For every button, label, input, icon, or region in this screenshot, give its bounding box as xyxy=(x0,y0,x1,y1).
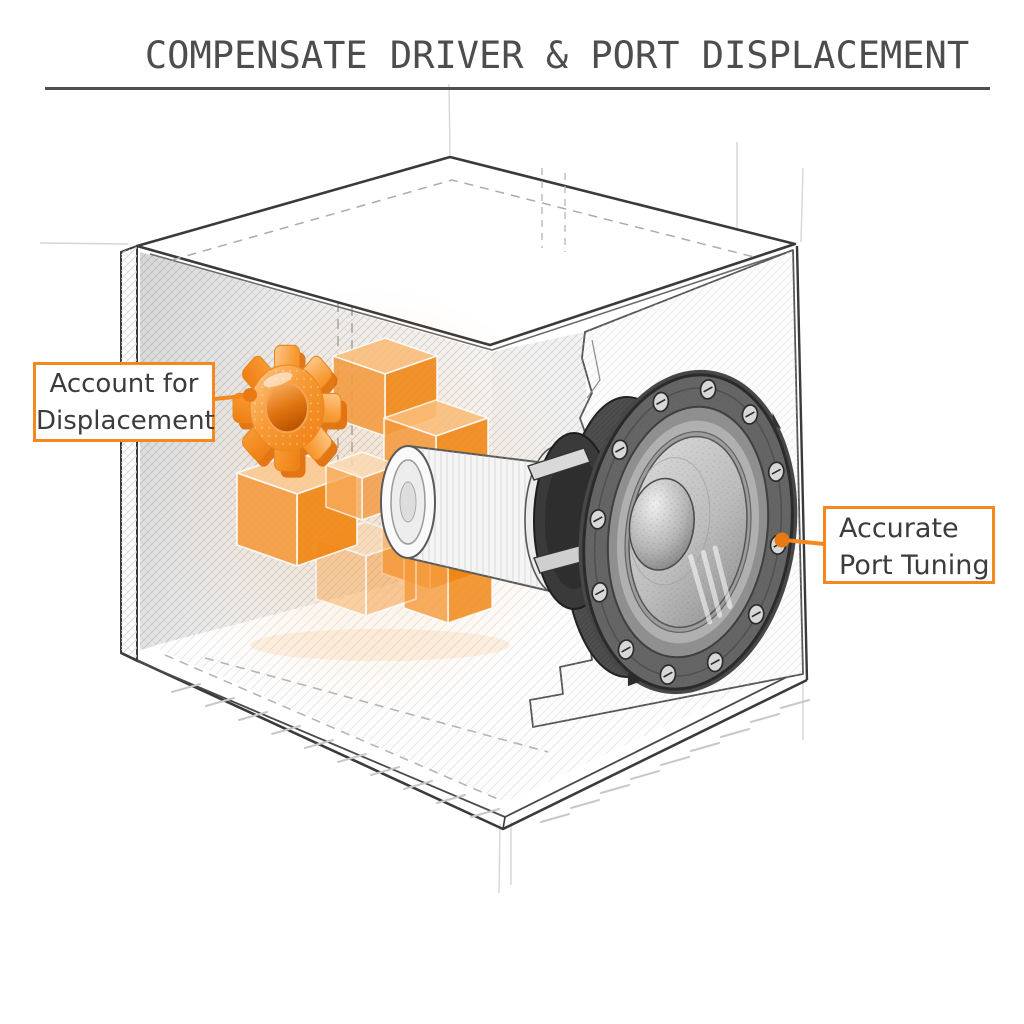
callout-accurate-port-tuning: Accurate Port Tuning xyxy=(823,506,995,584)
callout-anchor-dot-left xyxy=(243,388,257,402)
callout-right-line1: Accurate xyxy=(839,513,959,544)
callout-account-for-displacement: Account for Displacement xyxy=(33,362,215,442)
construction-lines xyxy=(39,83,804,894)
cubes-reflection xyxy=(250,629,510,661)
speaker-driver xyxy=(578,369,798,695)
flange-pen-mark-bottom xyxy=(627,672,642,687)
flange-pen-mark-top xyxy=(772,412,782,433)
callout-anchor-dot-right xyxy=(774,532,790,548)
title-underline xyxy=(45,87,990,90)
callout-right-line2: Port Tuning xyxy=(839,550,990,581)
callout-left-line2: Displacement xyxy=(36,406,215,436)
gear-shape xyxy=(232,344,347,478)
callout-leader-right xyxy=(774,532,825,548)
callout-left-line1: Account for xyxy=(49,369,199,399)
callout-leader-left xyxy=(213,388,257,402)
ground-hatching xyxy=(171,683,810,823)
page-title: COMPENSATE DRIVER & PORT DISPLACEMENT xyxy=(144,34,970,77)
